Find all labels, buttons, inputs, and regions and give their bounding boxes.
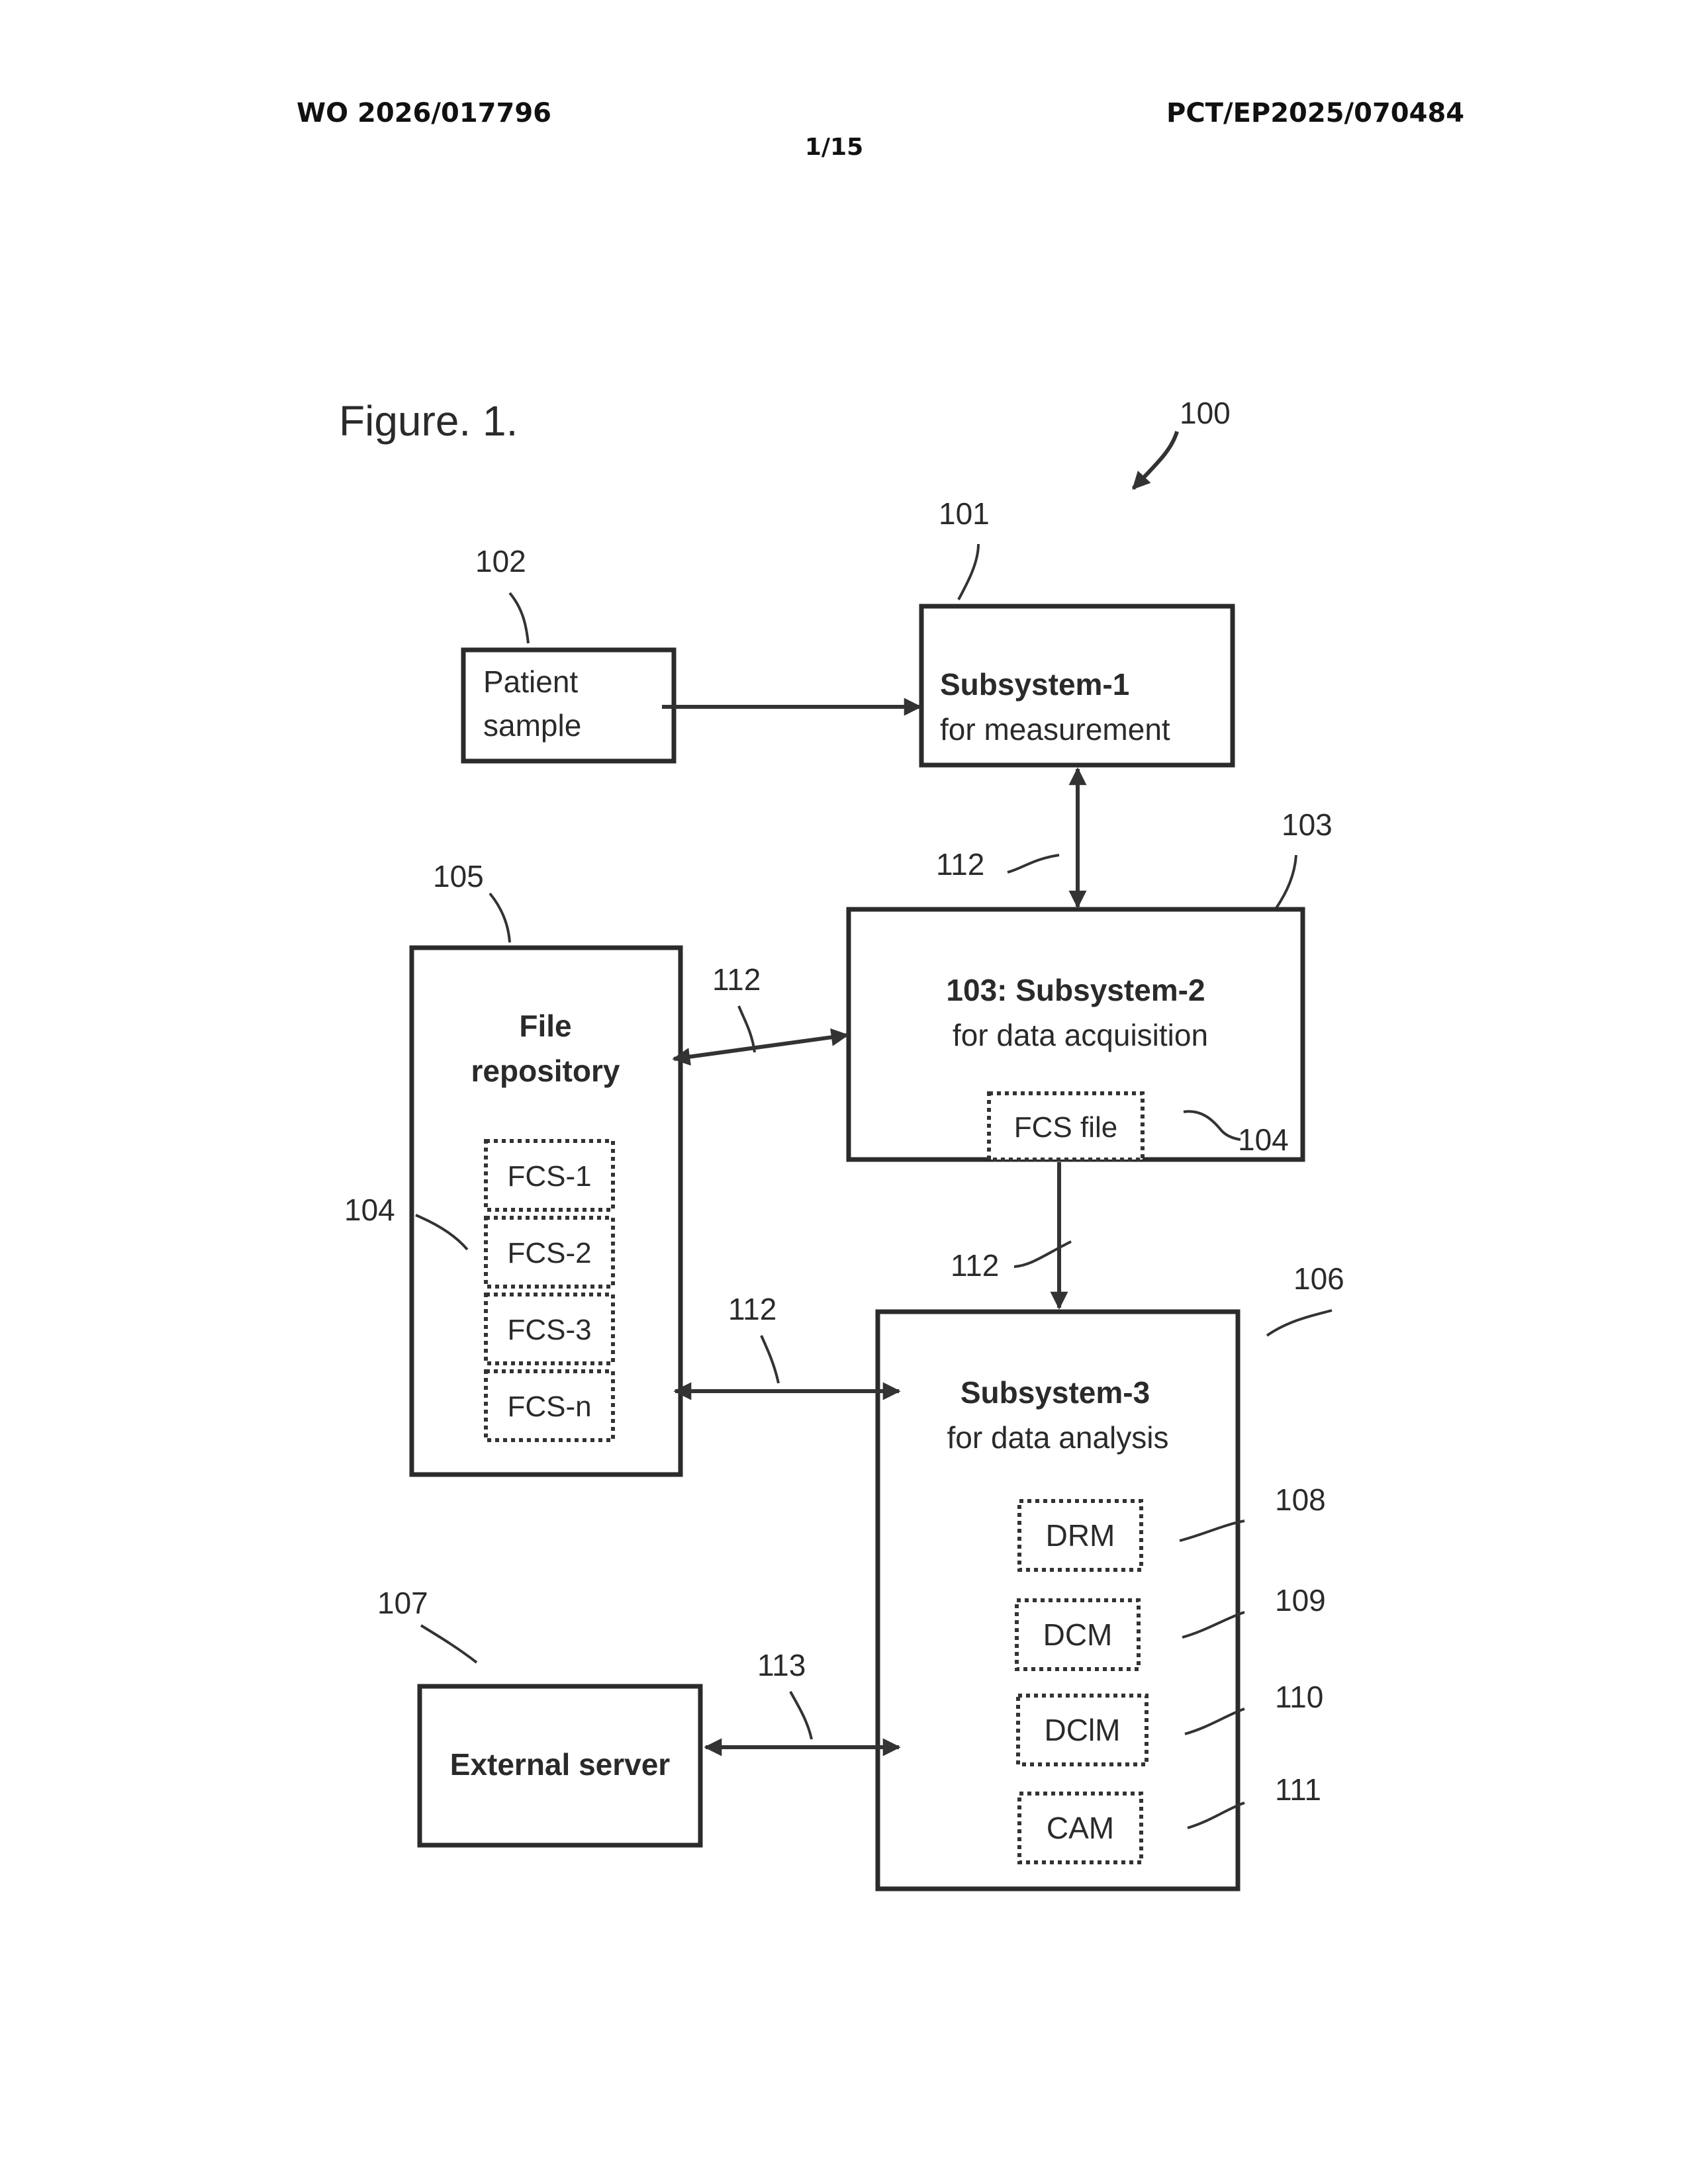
ref-subsystem-3-leader bbox=[1267, 1310, 1332, 1336]
ref-fcs-files: 104 bbox=[344, 1193, 395, 1227]
ref-connection-repository-3-leader bbox=[761, 1336, 778, 1383]
file-repository-line2: repository bbox=[471, 1054, 620, 1088]
ref-connection-repository-2-leader bbox=[739, 1006, 755, 1052]
ref-subsystem-2-leader bbox=[1276, 855, 1296, 908]
module-cam-label: CAM bbox=[1047, 1811, 1114, 1845]
fcs-file-label: FCS file bbox=[1014, 1111, 1117, 1144]
ref-connection-external-3-leader bbox=[790, 1692, 812, 1739]
ref-file-repository: 105 bbox=[433, 859, 484, 893]
ref-subsystem-1-leader bbox=[959, 544, 978, 600]
subsystem-2-subtitle: for data acquisition bbox=[953, 1018, 1208, 1052]
ref-module-cam: 111 bbox=[1275, 1772, 1321, 1807]
ref-connection-repository-2: 112 bbox=[712, 962, 761, 997]
ref-connection-external-3: 113 bbox=[757, 1648, 806, 1682]
ref-external-server-leader bbox=[421, 1625, 477, 1662]
fcs-2-label: FCS-2 bbox=[507, 1237, 591, 1269]
external-server-label: External server bbox=[450, 1747, 671, 1782]
file-repository-line1: File bbox=[519, 1009, 571, 1043]
fcs-1-label: FCS-1 bbox=[507, 1160, 591, 1193]
ref-connection-2-3: 112 bbox=[951, 1248, 999, 1283]
ref-connection-2-3-leader bbox=[1014, 1242, 1071, 1267]
patient-sample-line2: sample bbox=[483, 708, 581, 743]
ref-file-repository-leader bbox=[490, 893, 510, 942]
ref-module-drm: 108 bbox=[1275, 1482, 1326, 1517]
subsystem-3-title: Subsystem-3 bbox=[961, 1375, 1150, 1410]
module-dclm-label: DClM bbox=[1045, 1713, 1121, 1747]
subsystem-3-subtitle: for data analysis bbox=[947, 1420, 1169, 1455]
ref-system: 100 bbox=[1180, 396, 1231, 430]
ref-connection-1-2-leader bbox=[1008, 855, 1059, 872]
ref-subsystem-3: 106 bbox=[1293, 1261, 1344, 1296]
patient-sample-line1: Patient bbox=[483, 664, 578, 699]
ref-external-server: 107 bbox=[377, 1586, 428, 1620]
fcs-n-label: FCS-n bbox=[507, 1390, 591, 1423]
ref-patient-sample: 102 bbox=[475, 544, 526, 578]
fcs-3-label: FCS-3 bbox=[507, 1314, 591, 1346]
figure-title: Figure. 1. bbox=[339, 397, 518, 445]
connection-repository-2 bbox=[674, 1035, 847, 1059]
ref-subsystem-1: 101 bbox=[939, 496, 990, 531]
ref-subsystem-2: 103 bbox=[1282, 807, 1333, 842]
module-dcm-label: DCM bbox=[1043, 1617, 1113, 1652]
ref-module-dcm: 109 bbox=[1275, 1583, 1326, 1617]
module-drm-label: DRM bbox=[1046, 1518, 1115, 1553]
ref-fcs-file: 104 bbox=[1238, 1122, 1289, 1157]
ref-module-dclm: 110 bbox=[1275, 1680, 1323, 1714]
ref-patient-sample-leader bbox=[510, 593, 528, 643]
ref-connection-1-2: 112 bbox=[936, 847, 984, 882]
subsystem-2-title: 103: Subsystem-2 bbox=[946, 973, 1205, 1007]
subsystem-1-subtitle: for measurement bbox=[940, 712, 1170, 747]
ref-connection-repository-3: 112 bbox=[728, 1292, 776, 1326]
ref-system-leader bbox=[1133, 432, 1177, 488]
subsystem-1-title: Subsystem-1 bbox=[940, 667, 1129, 702]
